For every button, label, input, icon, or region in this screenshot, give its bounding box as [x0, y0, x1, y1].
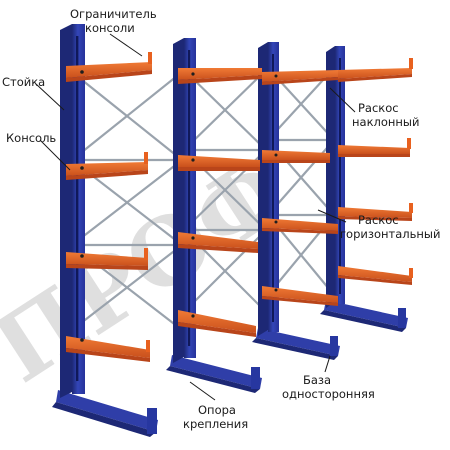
- label-arm: Консоль: [6, 131, 56, 145]
- label-arm-stopper-2: консоли: [85, 21, 135, 35]
- arm-stopper: [409, 203, 413, 213]
- arm-stopper: [146, 340, 150, 352]
- base-1: [52, 390, 158, 437]
- bases: [52, 300, 408, 437]
- uprights: [60, 24, 345, 398]
- arm: [262, 150, 330, 163]
- arm-stopper: [409, 268, 413, 278]
- arm: [66, 52, 152, 82]
- label-diagonal-brace-2: наклонный: [352, 115, 420, 129]
- arm: [262, 218, 338, 234]
- label-arm-stopper: Ограничитель: [70, 7, 157, 21]
- arm: [178, 232, 258, 253]
- arm-stopper: [148, 52, 152, 64]
- arm: [178, 155, 260, 171]
- label-horizontal-brace-2: горизонтальный: [340, 227, 440, 241]
- arm: [338, 138, 411, 157]
- arm-stopper: [409, 58, 413, 69]
- arm: [66, 248, 148, 270]
- label-horizontal-brace: Раскос: [358, 213, 399, 227]
- leader-lines: [35, 33, 356, 401]
- bolts: [80, 70, 278, 342]
- label-mount-support: Опора: [198, 403, 236, 417]
- label-diagonal-brace: Раскос: [358, 101, 399, 115]
- base-4: [320, 300, 408, 332]
- arm: [262, 70, 338, 85]
- upright-1: [60, 24, 85, 398]
- arm: [66, 336, 150, 362]
- arm: [338, 266, 413, 285]
- arm-stopper: [407, 138, 411, 149]
- arm-stopper: [144, 248, 148, 260]
- arm: [178, 68, 262, 84]
- upright-2: [173, 38, 196, 363]
- upright-4: [326, 46, 345, 308]
- arms: [66, 52, 413, 362]
- arm: [178, 310, 256, 337]
- base-2: [166, 355, 262, 393]
- label-mount-support-2: крепления: [183, 417, 248, 431]
- base-3: [252, 328, 340, 360]
- arm: [262, 286, 338, 306]
- label-upright: Стойка: [2, 75, 45, 89]
- arm-stopper: [144, 152, 148, 164]
- arm: [338, 203, 413, 221]
- arm: [66, 152, 148, 180]
- upright-3: [258, 42, 279, 336]
- labels: Ограничитель консоли Стойка Консоль Раск…: [2, 7, 440, 431]
- arm: [338, 58, 413, 82]
- label-single-base: База: [303, 373, 331, 387]
- label-single-base-2: односторонняя: [282, 387, 375, 401]
